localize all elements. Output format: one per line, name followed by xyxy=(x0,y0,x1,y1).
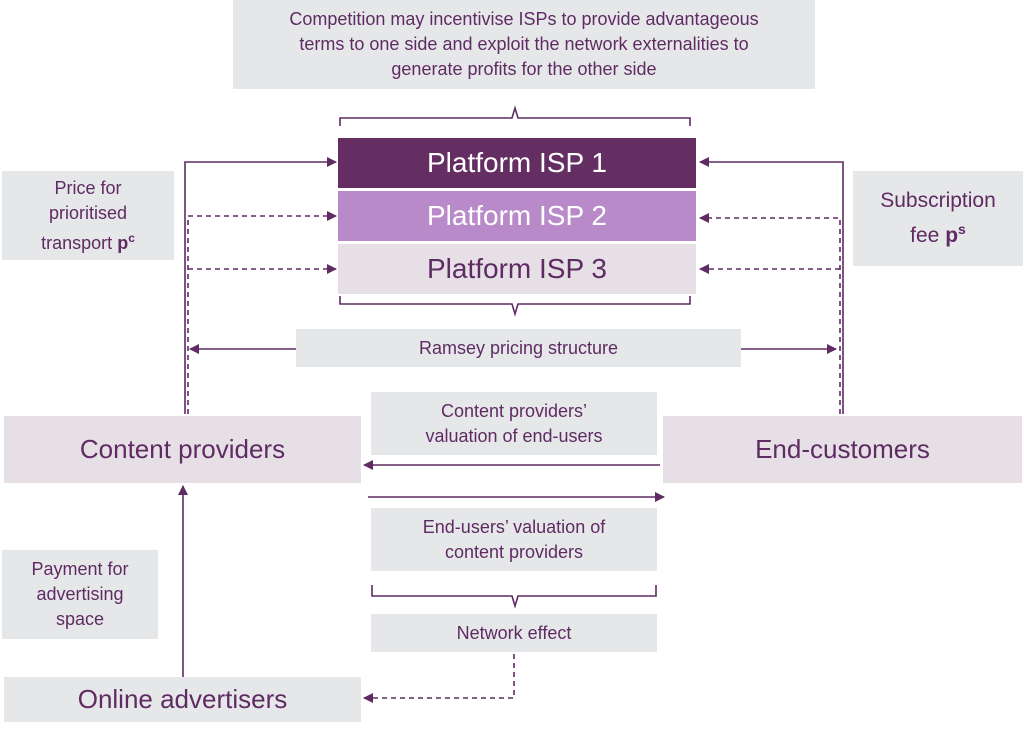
subscription-line2-text: fee xyxy=(910,224,940,247)
platform-isp-1: Platform ISP 1 xyxy=(338,138,696,188)
competition-note-line3: generate profits for the other side xyxy=(391,59,657,79)
cp-valuation-line1: Content providers’ xyxy=(440,400,588,421)
network-effect-label: Network effect xyxy=(456,622,572,643)
top-brace xyxy=(339,105,691,126)
content-providers-label: Content providers xyxy=(79,434,286,464)
subscription-line2: fee ps xyxy=(910,215,966,250)
ramsey-pricing-box: Ramsey pricing structure xyxy=(296,329,741,367)
network-effect-arrow xyxy=(363,654,515,703)
platform-brace xyxy=(339,296,691,317)
cp-to-isp1-line xyxy=(184,157,337,414)
payment-line3: space xyxy=(55,609,105,629)
subscription-fee-box: Subscription fee ps xyxy=(853,171,1023,266)
platform-isp-2-label: Platform ISP 2 xyxy=(426,200,607,231)
subscription-line1: Subscription xyxy=(880,189,996,212)
price-line3-text: transport xyxy=(41,232,113,253)
network-effect-box: Network effect xyxy=(371,614,657,652)
payment-line1: Payment for xyxy=(31,559,129,579)
end-customers-label: End-customers xyxy=(755,434,930,464)
price-line3: transport pc xyxy=(41,226,135,256)
cp-to-isp2-line xyxy=(187,211,337,414)
subscription-symbol: p xyxy=(945,224,959,247)
competition-note-line2: terms to one side and exploit the networ… xyxy=(299,34,749,54)
competition-note-line1: Competition may incentivise ISPs to prov… xyxy=(289,9,759,29)
eu-valuation-line1: End-users’ valuation of xyxy=(422,516,606,537)
payment-line2: advertising xyxy=(36,584,124,604)
ec-to-isp2-line xyxy=(699,213,841,414)
eu-valuation-box: End-users’ valuation of content provider… xyxy=(371,508,657,571)
subscription-superscript: s xyxy=(958,221,966,237)
end-customers-box: End-customers xyxy=(663,416,1022,483)
eu-valuation-line2: content providers xyxy=(444,541,584,562)
price-line1: Price for xyxy=(54,177,122,198)
platform-isp-3-label: Platform ISP 3 xyxy=(426,253,607,284)
ramsey-label: Ramsey pricing structure xyxy=(418,337,619,358)
payment-advertising-box: Payment for advertising space xyxy=(2,550,158,639)
competition-note: Competition may incentivise ISPs to prov… xyxy=(233,0,815,89)
price-superscript: c xyxy=(128,230,135,245)
price-prioritised-box: Price for prioritised transport pc xyxy=(2,171,174,260)
cp-valuation-line2: valuation of end-users xyxy=(425,425,603,446)
platform-isp-3: Platform ISP 3 xyxy=(338,244,696,294)
price-line2: prioritised xyxy=(48,202,128,223)
valuation-brace xyxy=(371,585,657,609)
ec-to-isp1-line xyxy=(699,157,844,414)
platform-isp-2: Platform ISP 2 xyxy=(338,191,696,241)
platform-isp-1-label: Platform ISP 1 xyxy=(426,147,607,178)
price-symbol: p xyxy=(117,232,129,253)
online-advertisers-box: Online advertisers xyxy=(4,677,361,722)
cp-valuation-box: Content providers’ valuation of end-user… xyxy=(371,392,657,455)
online-advertisers-label: Online advertisers xyxy=(77,684,288,714)
content-providers-box: Content providers xyxy=(4,416,361,483)
